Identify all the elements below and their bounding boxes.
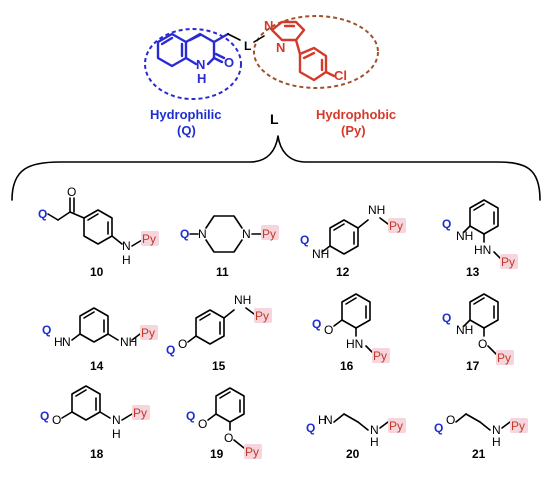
compound-21: Q O N H Py 21 bbox=[434, 413, 528, 461]
nh-label: NH bbox=[234, 293, 251, 307]
py-label: Py bbox=[133, 406, 147, 420]
o-label: O bbox=[178, 337, 187, 351]
hn-label: HN bbox=[346, 337, 363, 351]
atom-n1-pyrimidine: N bbox=[264, 18, 273, 33]
h-label: H bbox=[318, 413, 327, 427]
hydrophobic-code: (Py) bbox=[341, 123, 366, 138]
compound-number: 21 bbox=[472, 447, 486, 461]
nh-label: NH bbox=[456, 323, 473, 337]
n-label: N bbox=[198, 227, 207, 241]
atom-n2-pyrimidine: N bbox=[276, 40, 285, 55]
atom-n-quinolinone: N bbox=[196, 57, 205, 72]
nh-label: NH bbox=[368, 203, 385, 217]
o-label: O bbox=[446, 413, 455, 427]
o-label: O bbox=[67, 185, 76, 199]
n-label: N bbox=[122, 239, 131, 253]
o-label: O bbox=[224, 431, 233, 445]
compound-number: 12 bbox=[336, 265, 350, 279]
q-label: Q bbox=[40, 409, 49, 423]
py-label: Py bbox=[373, 349, 387, 363]
q-label: Q bbox=[186, 409, 195, 423]
py-label: Py bbox=[142, 232, 156, 246]
atom-h-quinolinone: H bbox=[197, 71, 206, 86]
o-label: O bbox=[478, 337, 487, 351]
curly-brace bbox=[11, 135, 541, 201]
py-label: Py bbox=[497, 351, 511, 365]
compound-number: 19 bbox=[210, 447, 224, 461]
compound-16: Q O HN Py 16 bbox=[312, 293, 390, 373]
compound-18: Q O N H Py 18 bbox=[40, 385, 150, 461]
compound-14: Q H N NH Py 14 bbox=[42, 307, 158, 373]
compound-number: 20 bbox=[346, 447, 360, 461]
hydrophobic-label: Hydrophobic bbox=[316, 107, 396, 122]
compound-15: Q O NH Py 15 bbox=[166, 293, 272, 373]
quinolinone: N H O bbox=[156, 32, 234, 86]
q-label: Q bbox=[42, 323, 51, 337]
compound-number: 10 bbox=[90, 265, 104, 279]
compound-number: 16 bbox=[340, 359, 354, 373]
linker-label: L bbox=[270, 111, 279, 127]
q-label: Q bbox=[38, 207, 47, 221]
h-label: H bbox=[112, 427, 121, 441]
py-label: Py bbox=[389, 419, 403, 433]
q-label: Q bbox=[442, 311, 451, 325]
atom-o-quinolinone: O bbox=[224, 55, 234, 70]
q-label: Q bbox=[300, 233, 309, 247]
q-label: Q bbox=[306, 421, 315, 435]
n-label: N bbox=[112, 413, 121, 427]
h-label: H bbox=[370, 435, 379, 449]
hydrophobic-region bbox=[253, 15, 379, 89]
q-label: Q bbox=[442, 217, 451, 231]
q-label: Q bbox=[180, 227, 189, 241]
n-label: N bbox=[242, 227, 251, 241]
n-label: N bbox=[370, 423, 379, 437]
h-label: H bbox=[122, 253, 131, 267]
py-label: Py bbox=[255, 309, 269, 323]
o-label: O bbox=[198, 417, 207, 431]
py-label: Py bbox=[245, 445, 259, 459]
q-label: Q bbox=[166, 343, 175, 357]
py-label: Py bbox=[141, 326, 155, 340]
o-label: O bbox=[324, 323, 333, 337]
atom-cl: Cl bbox=[334, 68, 347, 83]
compound-number: 11 bbox=[216, 265, 229, 279]
pyrimidine: N N Cl bbox=[264, 18, 347, 83]
compound-number: 15 bbox=[212, 359, 226, 373]
q-label: Q bbox=[312, 317, 321, 331]
py-label: Py bbox=[389, 219, 403, 233]
compound-13: Q NH HN Py 13 bbox=[442, 199, 518, 279]
compound-20: Q H N N H Py 20 bbox=[306, 413, 406, 461]
py-label: Py bbox=[511, 419, 525, 433]
compound-11: Q N N Py 11 bbox=[180, 215, 279, 279]
n-label: N bbox=[62, 335, 71, 349]
q-label: Q bbox=[434, 421, 443, 435]
py-label: Py bbox=[262, 227, 276, 241]
core-scaffold: N H O L N N Cl Hydrophilic (Q) L Hydroph… bbox=[144, 15, 396, 138]
compound-number: 17 bbox=[466, 359, 480, 373]
o-label: O bbox=[52, 413, 61, 427]
h-label: H bbox=[54, 335, 63, 349]
compound-number: 14 bbox=[90, 359, 104, 373]
hydrophilic-code: (Q) bbox=[177, 123, 196, 138]
hydrophilic-region bbox=[144, 28, 242, 100]
compound-number: 13 bbox=[466, 265, 480, 279]
hn-label: HN bbox=[474, 243, 491, 257]
compound-17: Q NH O Py 17 bbox=[442, 293, 514, 373]
h-label: H bbox=[492, 435, 501, 449]
linker-chain-label: L bbox=[244, 39, 251, 53]
hydrophilic-label: Hydrophilic bbox=[150, 107, 222, 122]
compound-12: Q NH NH Py 12 bbox=[300, 203, 406, 279]
compound-number: 18 bbox=[90, 447, 104, 461]
py-label: Py bbox=[501, 255, 515, 269]
n-label: N bbox=[324, 413, 333, 427]
compound-19: Q O O Py 19 bbox=[186, 387, 262, 461]
n-label: N bbox=[492, 423, 501, 437]
nh-label: NH bbox=[456, 229, 473, 243]
compound-10: Q O N H Py 10 bbox=[38, 185, 159, 279]
